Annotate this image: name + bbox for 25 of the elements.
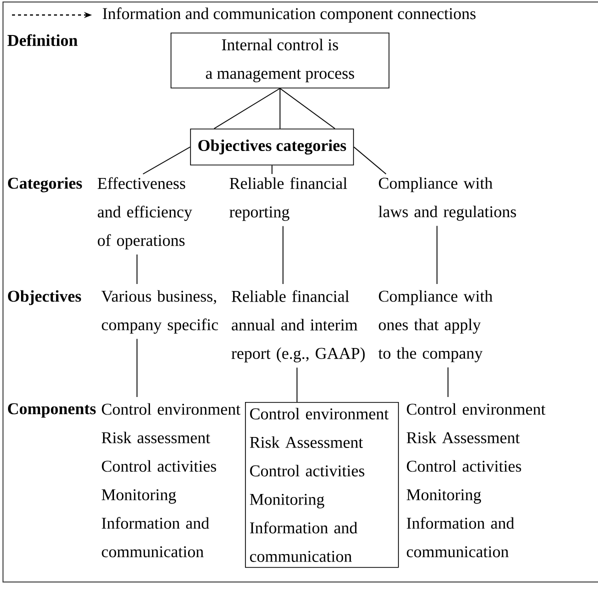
connector-line <box>142 146 191 174</box>
connector-line <box>136 254 138 284</box>
row-label: Definition <box>8 34 78 46</box>
text-label: Compliance with laws and regulations <box>378 177 516 221</box>
connector-line <box>282 226 284 284</box>
connector-line <box>136 338 138 398</box>
component-list-box: Control environment Risk Assessment Control activities Monitoring Information and communication <box>245 402 399 568</box>
text-label: Reliable financial annual and interim report (e.g., GAAP) <box>232 290 365 362</box>
connector-line <box>214 88 280 130</box>
row-label: Components <box>8 403 96 418</box>
text-label: Effectiveness and efficiency of operations <box>98 177 192 250</box>
text-box: Objectives categories <box>190 128 354 166</box>
component-list: Control environment Risk Assessment Control activities Monitoring Information and communication <box>406 403 546 558</box>
connector-line <box>436 225 438 284</box>
connector-line <box>353 146 386 174</box>
text-label: Compliance with ones that apply to the company <box>378 290 493 362</box>
component-list: Control environment Risk assessment Control activities Monitoring Information and communication <box>102 403 240 558</box>
text-label: Reliable financial reporting <box>230 177 348 221</box>
legend-text: Information and communication component connections <box>102 7 476 23</box>
text-label: Various business, company specific <box>101 290 218 334</box>
row-label: Objectives <box>8 290 82 306</box>
text-box: Internal control is a management process <box>170 32 390 88</box>
row-label: Categories <box>8 177 82 192</box>
connector-line <box>280 88 336 130</box>
connector-line <box>296 367 298 402</box>
